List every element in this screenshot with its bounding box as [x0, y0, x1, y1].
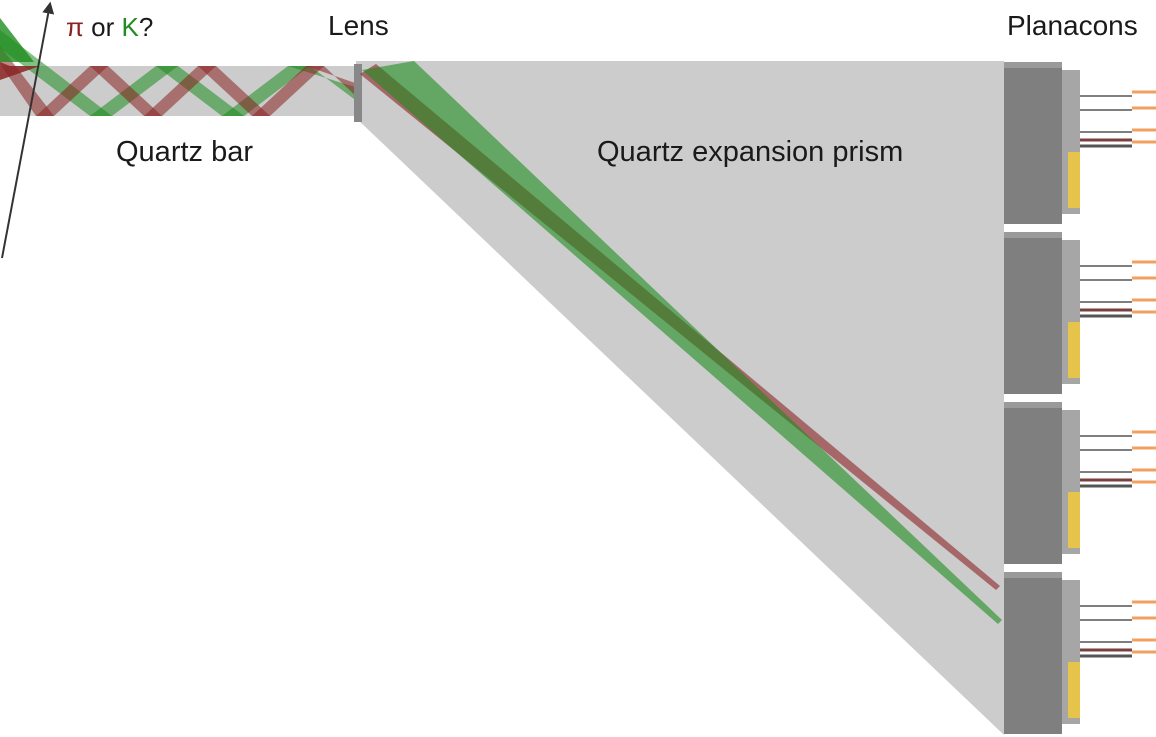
planacons-label: Planacons [1007, 10, 1138, 41]
pi-symbol: π [66, 12, 84, 42]
prism-label: Quartz expansion prism [597, 136, 904, 168]
planacon-top-edge [1004, 402, 1062, 408]
kaon-beam-prism [362, 61, 1002, 624]
planacon-pads [1068, 322, 1080, 378]
kaon-cherenkov-cone [0, 18, 34, 62]
lens-label: Lens [328, 10, 389, 41]
planacon-stack [1004, 62, 1156, 734]
particle-label: π or K? [66, 14, 153, 40]
planacon-top-edge [1004, 232, 1062, 238]
lens [354, 64, 362, 122]
planacon-body [1004, 572, 1062, 734]
particle-track [1, 1, 55, 259]
expansion-prism [356, 61, 1004, 735]
planacon-pads [1068, 152, 1080, 208]
or-word: or [83, 12, 122, 42]
planacon-top-edge [1004, 62, 1062, 68]
planacon-pads [1068, 662, 1080, 718]
question-mark: ? [138, 12, 154, 42]
planacon-body [1004, 402, 1062, 564]
planacon-top-edge [1004, 572, 1062, 578]
quartz-bar-label: Quartz bar [116, 136, 253, 168]
pion-beam-bar [0, 46, 358, 116]
planacon-body [1004, 62, 1062, 224]
planacon-body [1004, 232, 1062, 394]
k-symbol: K [121, 12, 139, 42]
planacon-pads [1068, 492, 1080, 548]
